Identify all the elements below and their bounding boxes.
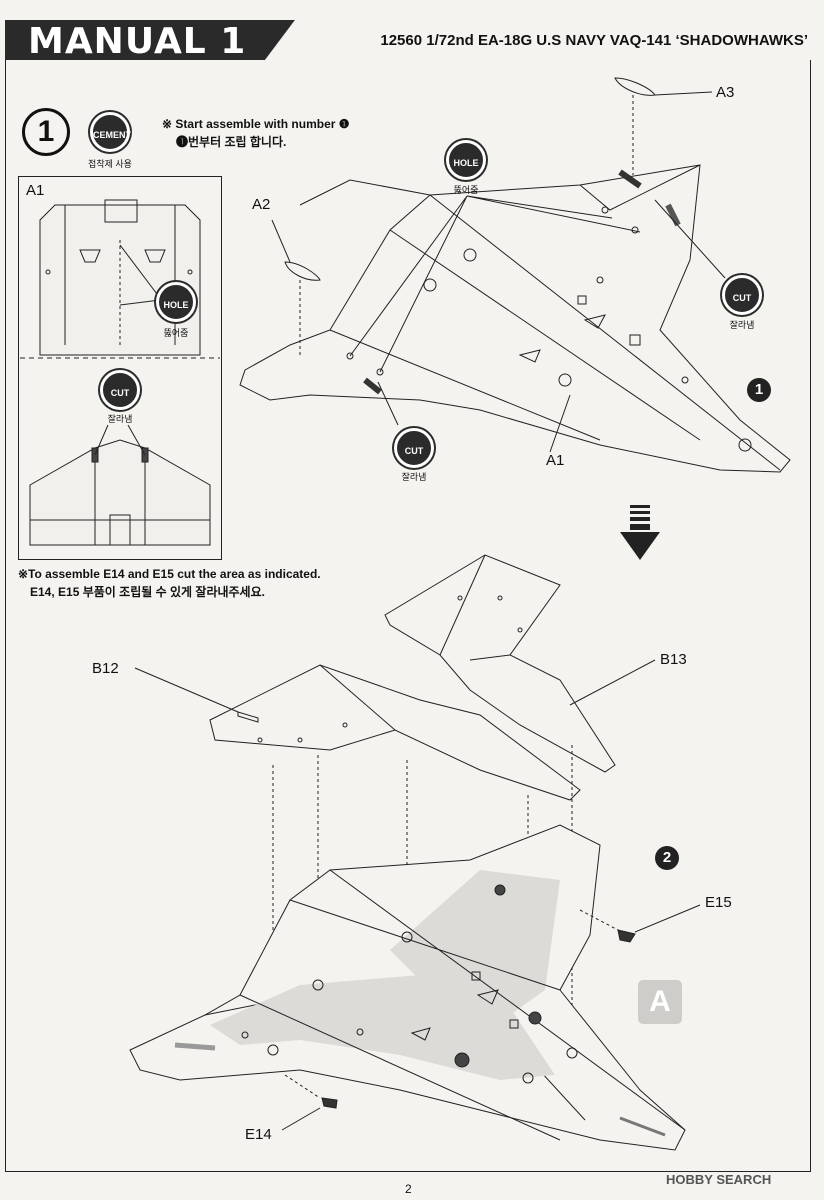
cut-caption-right: 잘라냄 — [729, 320, 755, 330]
hole-icon-inset: HOLE — [156, 282, 196, 322]
part-a2-drawing — [284, 261, 321, 281]
part-e15-drawing — [617, 929, 636, 943]
upper-wing-b12-drawing — [209, 664, 581, 801]
sequence-two: 2 — [655, 846, 679, 870]
sequence-one: 1 — [747, 378, 771, 402]
cut-icon-inset: CUT — [100, 370, 140, 410]
lower-assembly-drawing — [129, 824, 686, 1151]
hole-caption-inset: 뚫어줌 — [163, 328, 189, 338]
inset-fuselage-drawing — [39, 199, 201, 356]
header-band — [5, 20, 811, 60]
cut-note-en: ※To assemble E14 and E15 cut the area as… — [18, 567, 321, 581]
watermark: HOBBY SEARCH — [666, 1172, 772, 1187]
cut-icon-right: CUT — [722, 275, 762, 315]
cut-caption-inset: 잘라냄 — [107, 414, 133, 424]
marker-a: A — [638, 980, 682, 1024]
cut-caption-lower: 잘라냄 — [401, 472, 427, 482]
page-number: 2 — [405, 1182, 412, 1196]
inset-tail-drawing — [29, 439, 211, 546]
cement-icon: CEMENT — [90, 112, 131, 152]
cut-note-ko: E14, E15 부품이 조립될 수 있게 잘라내주세요. — [30, 585, 265, 599]
lower-fuselage-drawing — [239, 164, 791, 473]
down-arrow — [620, 505, 660, 560]
part-a3-drawing — [614, 77, 656, 96]
inset-label-a1: A1 — [26, 182, 45, 199]
manual-title: MANUAL 1 — [28, 21, 247, 62]
step-number: 1 — [22, 108, 70, 156]
hole-caption-main: 뚫어줌 — [453, 185, 479, 195]
label-b13: B13 — [660, 651, 687, 668]
cut-icon-lower: CUT — [394, 428, 434, 468]
header — [5, 20, 811, 60]
label-a3: A3 — [716, 84, 735, 101]
label-e15: E15 — [705, 894, 732, 911]
start-note-ko: ❶번부터 조립 합니다. — [176, 135, 287, 149]
label-a2: A2 — [252, 196, 271, 213]
cement-caption: 접착제 사용 — [88, 159, 132, 169]
kit-subtitle: 12560 1/72nd EA-18G U.S NAVY VAQ-141 ‘SH… — [380, 32, 808, 49]
upper-wing-b13-drawing — [384, 554, 616, 773]
start-note-en: ※ Start assemble with number ❶ — [162, 117, 350, 131]
label-e14: E14 — [245, 1126, 272, 1143]
part-e14-drawing — [321, 1097, 338, 1109]
label-a1: A1 — [546, 452, 565, 469]
label-b12: B12 — [92, 660, 119, 677]
inset-detail — [18, 176, 222, 560]
hole-icon-main: HOLE — [446, 140, 486, 180]
